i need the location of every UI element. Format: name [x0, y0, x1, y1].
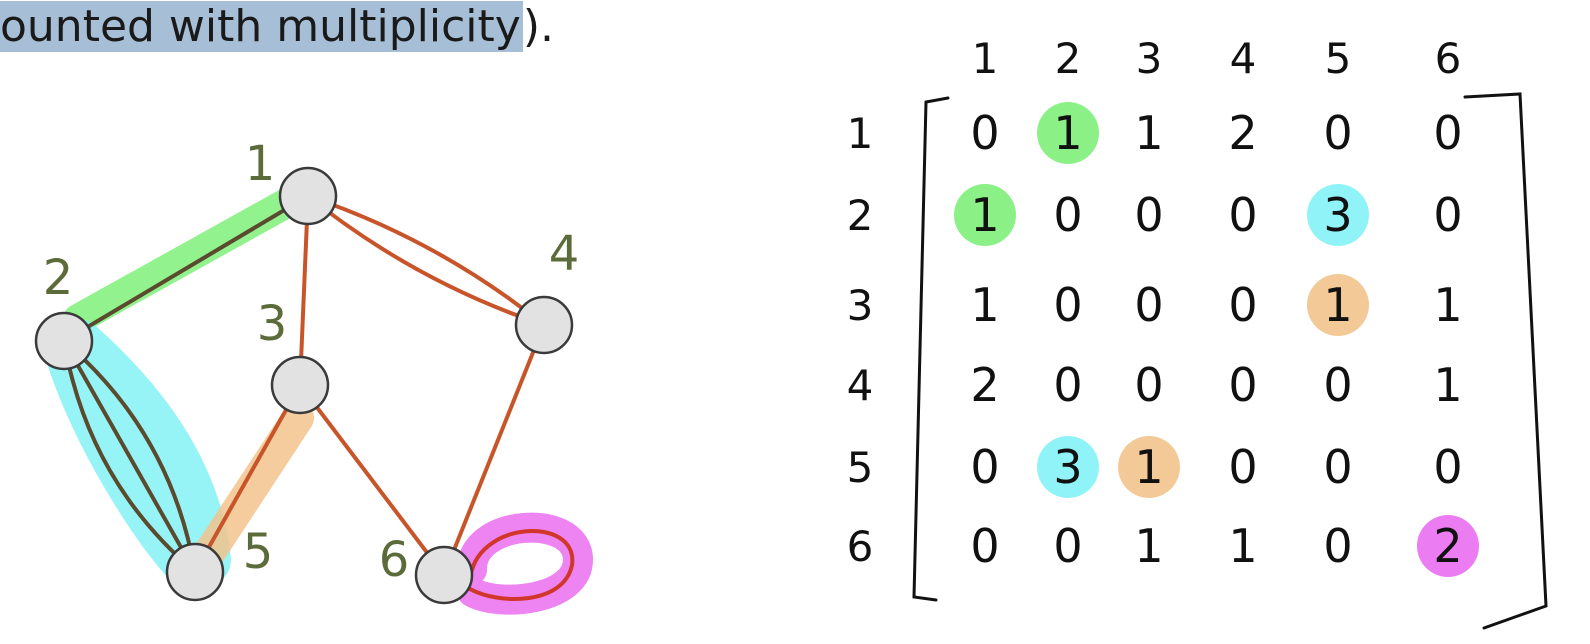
matrix-col-label-3: 3 [1136, 34, 1163, 83]
matrix-cell-r6-c5: 0 [1323, 519, 1352, 573]
edge-highlight-3-5 [194, 402, 314, 568]
edge-3-5 [193, 383, 302, 574]
matrix-cell-r6-c4: 1 [1228, 519, 1257, 573]
node-label-1: 1 [245, 136, 276, 192]
caption-highlight: ounted with multiplicity [0, 1, 523, 52]
node-label-2: 2 [43, 250, 74, 306]
matrix-cell-r6-c3: 1 [1134, 519, 1163, 573]
matrix-cell-r4-c3: 0 [1134, 358, 1163, 412]
matrix-cell-r4-c1: 2 [970, 358, 999, 412]
matrix-row-label-4: 4 [847, 361, 874, 410]
matrix-cell-r2-c1: 1 [970, 188, 999, 242]
matrix-cell-r4-c6: 1 [1433, 358, 1462, 412]
edge-1-3 [298, 194, 310, 387]
matrix-cell-r5-c5: 0 [1323, 440, 1352, 494]
matrix-cell-r2-c5: 3 [1323, 188, 1352, 242]
matrix-highlight-r2-c1 [954, 184, 1016, 246]
matrix-cell-r5-c3: 1 [1134, 440, 1163, 494]
edge-1-4-2 [306, 194, 546, 327]
matrix-cell-r2-c2: 0 [1053, 188, 1082, 242]
matrix-cell-r5-c1: 0 [970, 440, 999, 494]
matrix-cell-r1-c3: 1 [1134, 106, 1163, 160]
matrix-col-label-4: 4 [1230, 34, 1257, 83]
edge-2-5-1 [62, 339, 197, 574]
edge-2-5-3 [62, 339, 197, 574]
matrix-right-bracket [1463, 92, 1548, 630]
matrix-cell-r5-c4: 0 [1228, 440, 1257, 494]
matrix-col-label-1: 1 [972, 34, 999, 83]
matrix-row-label-5: 5 [847, 443, 874, 492]
graph-diagram: 1 2 3 4 5 6 [34, 136, 593, 615]
matrix-cell-r1-c4: 2 [1228, 106, 1257, 160]
matrix-cell-r5-c2: 3 [1053, 440, 1082, 494]
matrix-cell-r2-c6: 0 [1433, 188, 1462, 242]
node-4 [514, 295, 574, 355]
matrix-highlight-r1-c2 [1037, 102, 1099, 164]
matrix-cell-r1-c6: 0 [1433, 106, 1462, 160]
edge-highlight-2-5 [44, 319, 231, 592]
matrix-cell-r3-c2: 0 [1053, 278, 1082, 332]
edge-1-4-1 [306, 194, 546, 327]
matrix-cell-r5-c6: 0 [1433, 440, 1462, 494]
matrix-cell-r6-c6: 2 [1433, 519, 1462, 573]
matrix-col-label-2: 2 [1055, 34, 1082, 83]
matrix-cell-r4-c4: 0 [1228, 358, 1257, 412]
edges [62, 194, 575, 601]
matrix-highlight-r6-c6 [1417, 515, 1479, 577]
caption-text: ounted with multiplicity). [0, 0, 554, 62]
edge-3-6 [298, 383, 446, 577]
node-6 [414, 545, 474, 605]
matrix-cell-r1-c1: 0 [970, 106, 999, 160]
matrix-cell-r3-c3: 0 [1134, 278, 1163, 332]
matrix-col-label-5: 5 [1325, 34, 1352, 83]
node-2 [34, 311, 94, 371]
matrix-highlight-r3-c5 [1307, 274, 1369, 336]
matrix-cell-r3-c6: 1 [1433, 278, 1462, 332]
edge-highlight-1-2 [63, 185, 307, 334]
matrix-left-bracket [912, 96, 950, 602]
matrix-cell-r3-c1: 1 [970, 278, 999, 332]
matrix-cell-r6-c2: 0 [1053, 519, 1082, 573]
edge-2-5-2 [62, 339, 197, 574]
node-label-4: 4 [549, 226, 580, 282]
matrix-cell-r2-c3: 0 [1134, 188, 1163, 242]
matrix-cell-r1-c5: 0 [1323, 106, 1352, 160]
matrix-cell-r6-c1: 0 [970, 519, 999, 573]
matrix-highlight-r5-c3 [1118, 436, 1180, 498]
matrix-cell-r4-c2: 0 [1053, 358, 1082, 412]
matrix-cell-r1-c2: 1 [1053, 106, 1082, 160]
node-label-3: 3 [257, 296, 288, 352]
matrix-cell-r3-c4: 0 [1228, 278, 1257, 332]
caption-trailing: ). [522, 1, 554, 52]
node-5 [165, 542, 225, 602]
matrix-cell-r3-c5: 1 [1323, 278, 1352, 332]
edge-1-2 [62, 194, 310, 343]
matrix-cell-r4-c5: 0 [1323, 358, 1352, 412]
matrix-row-label-6: 6 [847, 522, 874, 571]
matrix-highlight-r2-c5 [1307, 184, 1369, 246]
matrix-row-label-1: 1 [847, 109, 874, 158]
matrix-row-label-2: 2 [847, 191, 874, 240]
matrix-row-label-3: 3 [847, 281, 874, 330]
node-label-6: 6 [379, 532, 410, 588]
edge-4-6 [442, 323, 546, 577]
node-3 [270, 355, 330, 415]
matrix-col-label-6: 6 [1435, 34, 1462, 83]
node-label-5: 5 [243, 524, 274, 580]
node-1 [278, 166, 338, 226]
nodes: 1 2 3 4 5 6 [34, 136, 580, 605]
matrix-highlight-r5-c2 [1037, 436, 1099, 498]
matrix-cell-r2-c4: 0 [1228, 188, 1257, 242]
edge-6-6 [468, 529, 575, 601]
